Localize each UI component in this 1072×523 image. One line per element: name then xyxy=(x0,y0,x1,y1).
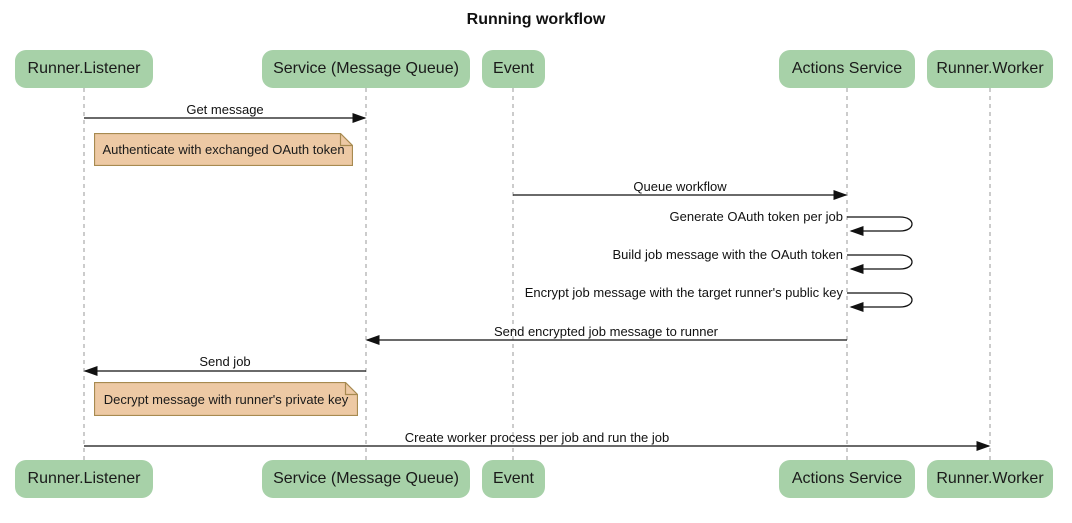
diagram-title: Running workflow xyxy=(466,11,606,28)
arrow-self-build-job-message xyxy=(847,254,913,274)
participant-actions-service-top: Actions Service xyxy=(779,50,915,88)
message-build-job-message-label: Build job message with the OAuth token xyxy=(612,247,843,262)
participant-event-bottom: Event xyxy=(482,460,545,498)
message-get-message-label: Get message xyxy=(186,102,264,117)
note-text: Authenticate with exchanged OAuth token xyxy=(102,142,345,157)
note-shape xyxy=(94,382,358,416)
message-generate-oauth-token-label: Generate OAuth token per job xyxy=(669,209,843,224)
participant-actions-service-bottom: Actions Service xyxy=(779,460,915,498)
participant-runner-worker-top: Runner.Worker xyxy=(927,50,1053,88)
message-send-job-label: Send job xyxy=(199,354,251,369)
participant-service-message-queue-bottom: Service (Message Queue) xyxy=(262,460,470,498)
note-decrypt-private-key: Decrypt message with runner's private ke… xyxy=(94,382,358,416)
message-queue-workflow-label: Queue workflow xyxy=(633,179,727,194)
participant-event-top: Event xyxy=(482,50,545,88)
participant-service-message-queue-top: Service (Message Queue) xyxy=(262,50,470,88)
participant-runner-worker-bottom: Runner.Worker xyxy=(927,460,1053,498)
note-text: Decrypt message with runner's private ke… xyxy=(103,391,349,407)
arrow-self-generate-oauth-token xyxy=(847,216,913,236)
note-authenticate-oauth: Authenticate with exchanged OAuth token xyxy=(94,133,353,166)
message-encrypt-job-message-label: Encrypt job message with the target runn… xyxy=(524,285,843,300)
message-send-encrypted-job-label: Send encrypted job message to runner xyxy=(493,324,719,339)
message-create-worker-process-label: Create worker process per job and run th… xyxy=(404,430,670,445)
participant-runner-listener-bottom: Runner.Listener xyxy=(15,460,153,498)
participant-runner-listener-top: Runner.Listener xyxy=(15,50,153,88)
arrow-self-encrypt-job-message xyxy=(847,292,913,312)
note-shape xyxy=(94,133,353,166)
